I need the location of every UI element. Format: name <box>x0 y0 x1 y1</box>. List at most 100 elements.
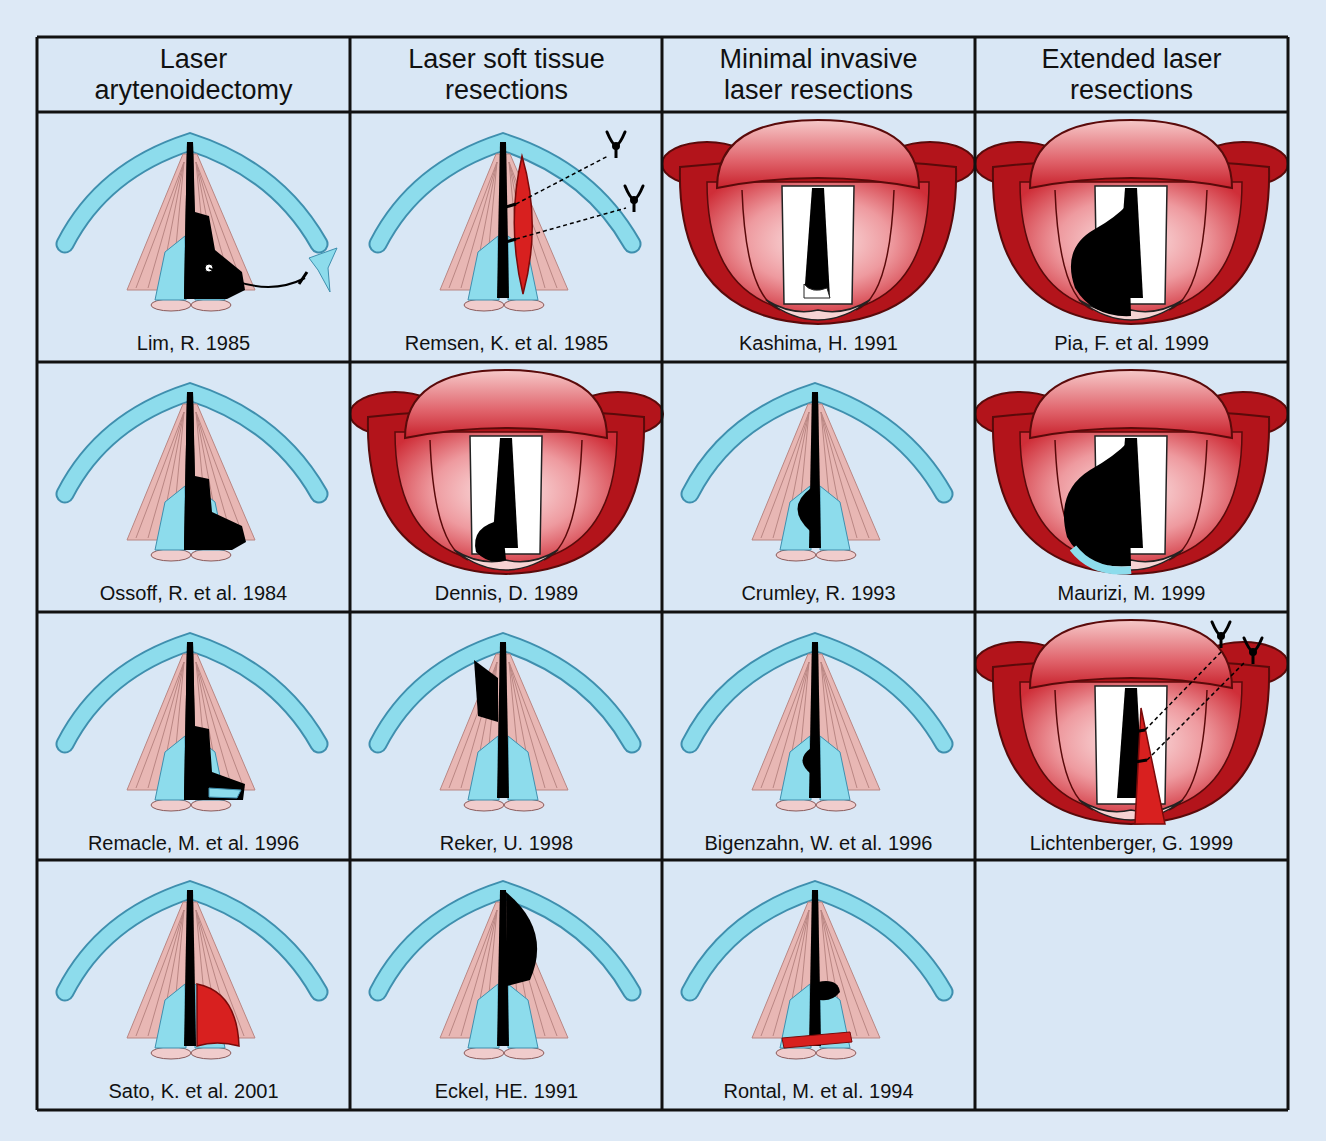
table-rule <box>974 37 977 1110</box>
cricoarytenoid <box>504 1047 544 1059</box>
arytenoid <box>508 736 538 800</box>
reference-caption: Rontal, M. et al. 1994 <box>666 1079 971 1103</box>
cricoarytenoid <box>776 549 816 561</box>
table-rule <box>37 1109 1288 1112</box>
vocal-muscle <box>752 404 812 540</box>
table-grid <box>37 37 1288 1110</box>
reference-caption: Sato, K. et al. 2001 <box>41 1079 346 1103</box>
arytenoid <box>155 736 186 800</box>
cricoarytenoid <box>816 549 856 561</box>
table-rule <box>1287 37 1290 1110</box>
arytenoid <box>820 486 850 550</box>
arytenoid <box>820 736 850 800</box>
suture-needle <box>1244 638 1262 664</box>
vestibule <box>1020 682 1242 814</box>
cricoarytenoid <box>816 799 856 811</box>
cricoarytenoid <box>191 799 231 811</box>
table-rule <box>349 37 352 1110</box>
resection-area <box>184 392 246 550</box>
removal-arrow <box>209 268 305 287</box>
table-ground <box>37 37 1288 1110</box>
suture-needle <box>1217 632 1225 640</box>
resection-area <box>474 660 498 722</box>
cell-illustration <box>378 642 632 811</box>
resection-area <box>803 748 812 774</box>
table-rule <box>37 859 1288 862</box>
table-rule <box>37 36 1288 39</box>
arytenoid <box>155 236 186 300</box>
cricoarytenoid <box>816 1047 856 1059</box>
cell-illustration <box>690 890 944 1059</box>
suture-line <box>516 208 626 239</box>
cricoarytenoid <box>151 299 191 311</box>
reference-caption: Dennis, D. 1989 <box>354 581 659 605</box>
table-grid <box>37 37 1288 1110</box>
glottis <box>809 890 821 1046</box>
header-cell: Extended laser resections <box>977 39 1286 110</box>
cricoarytenoid <box>191 549 231 561</box>
resection-area <box>184 642 245 800</box>
column-header: Laser soft tissue resections <box>384 44 629 105</box>
cell-illustration <box>975 620 1288 824</box>
cricoarytenoid <box>191 299 231 311</box>
cell-illustration <box>378 890 632 1059</box>
suture-needle <box>607 132 625 158</box>
arytenoid <box>468 736 499 800</box>
arytenoid-remnant <box>209 788 241 798</box>
arytenoid <box>468 236 499 300</box>
cell-illustration <box>975 370 1288 574</box>
vestibule <box>1020 182 1242 314</box>
column-header: Extended laser resections <box>1009 44 1254 105</box>
arytenoid <box>766 300 870 320</box>
reference-caption: Maurizi, M. 1999 <box>979 581 1284 605</box>
reference-caption: Eckel, HE. 1991 <box>354 1079 659 1103</box>
suture-stitch <box>1135 760 1147 762</box>
reference-caption: Ossoff, R. et al. 1984 <box>41 581 346 605</box>
cell-illustration <box>690 392 944 561</box>
suture-stitch <box>506 239 516 242</box>
suture-needle <box>630 196 638 204</box>
vestibule <box>1020 432 1242 564</box>
glottis <box>809 642 821 798</box>
suture-needle <box>612 142 620 150</box>
resection-area <box>818 981 840 1000</box>
cricoarytenoid <box>776 799 816 811</box>
cell-illustration <box>65 890 319 1059</box>
cricoarytenoid <box>464 1047 504 1059</box>
table-rule <box>661 37 664 1110</box>
glottis <box>497 142 509 298</box>
reference-caption: Lichtenberger, G. 1999 <box>979 831 1284 855</box>
column-header: Laser arytenoidectomy <box>71 44 316 105</box>
cricoarytenoid <box>776 1047 816 1059</box>
resection-area <box>514 156 532 294</box>
cell-illustration <box>65 392 319 561</box>
resection-area <box>1135 708 1165 824</box>
header-cell: Laser soft tissue resections <box>352 39 661 110</box>
glottis <box>804 188 830 298</box>
reference-caption: Reker, U. 1998 <box>354 831 659 855</box>
cricoarytenoid <box>151 799 191 811</box>
table-rule <box>37 611 1288 614</box>
cell-illustration <box>690 642 944 811</box>
epiglottis <box>1030 620 1232 688</box>
reference-caption: Crumley, R. 1993 <box>666 581 971 605</box>
table-rule <box>36 37 39 1110</box>
reference-caption: Bigenzahn, W. et al. 1996 <box>666 831 971 855</box>
cricoarytenoid <box>464 299 504 311</box>
suture-line <box>1145 650 1223 730</box>
cricoarytenoid <box>151 549 191 561</box>
cricoarytenoid <box>464 799 504 811</box>
suture-needle <box>625 186 643 212</box>
cell-illustration <box>975 120 1288 324</box>
suture-line <box>516 156 608 204</box>
cell-illustration <box>378 132 643 311</box>
arytenoid <box>780 736 811 800</box>
reference-caption: Kashima, H. 1991 <box>666 331 971 355</box>
epiglottis <box>717 120 919 188</box>
cell-illustration <box>350 370 663 574</box>
removal-arrow <box>299 272 307 284</box>
arytenoid <box>1079 800 1183 820</box>
column-header: Minimal invasive laser resections <box>696 44 941 105</box>
vocal-fold <box>782 186 854 304</box>
